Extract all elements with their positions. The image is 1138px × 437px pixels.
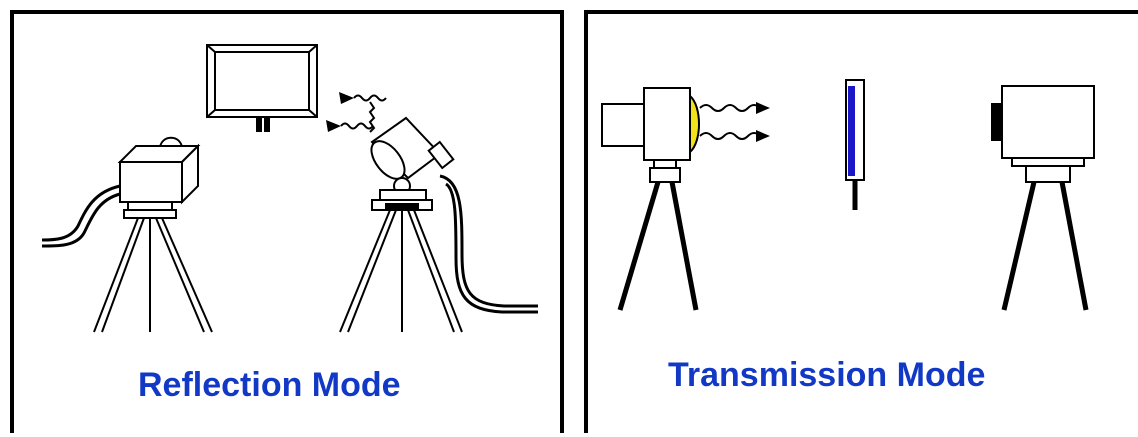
monitor-panel-icon	[206, 44, 318, 132]
camera-on-tripod-icon	[93, 136, 213, 333]
camera-cable-icon	[41, 184, 121, 248]
transmission-mode-caption: Transmission Mode	[668, 356, 986, 394]
lamp-cable-icon	[439, 174, 538, 314]
specimen-plate-icon	[845, 79, 865, 210]
lens-glow-icon	[689, 93, 700, 155]
camera-on-tripod-icon	[991, 85, 1095, 311]
heat-lamp-on-tripod-icon	[339, 116, 463, 333]
wavy-radiation-arrow-icon	[699, 102, 770, 142]
wavy-radiation-arrow-icon	[326, 92, 387, 133]
transmission-mode-diagram	[601, 79, 1095, 311]
heat-source-on-tripod-icon	[601, 87, 700, 311]
reflection-mode-diagram	[41, 44, 538, 333]
reflection-mode-caption: Reflection Mode	[138, 366, 401, 404]
transmission-mode-panel: Transmission Mode	[584, 10, 1138, 433]
reflection-mode-panel: Reflection Mode	[10, 10, 564, 433]
